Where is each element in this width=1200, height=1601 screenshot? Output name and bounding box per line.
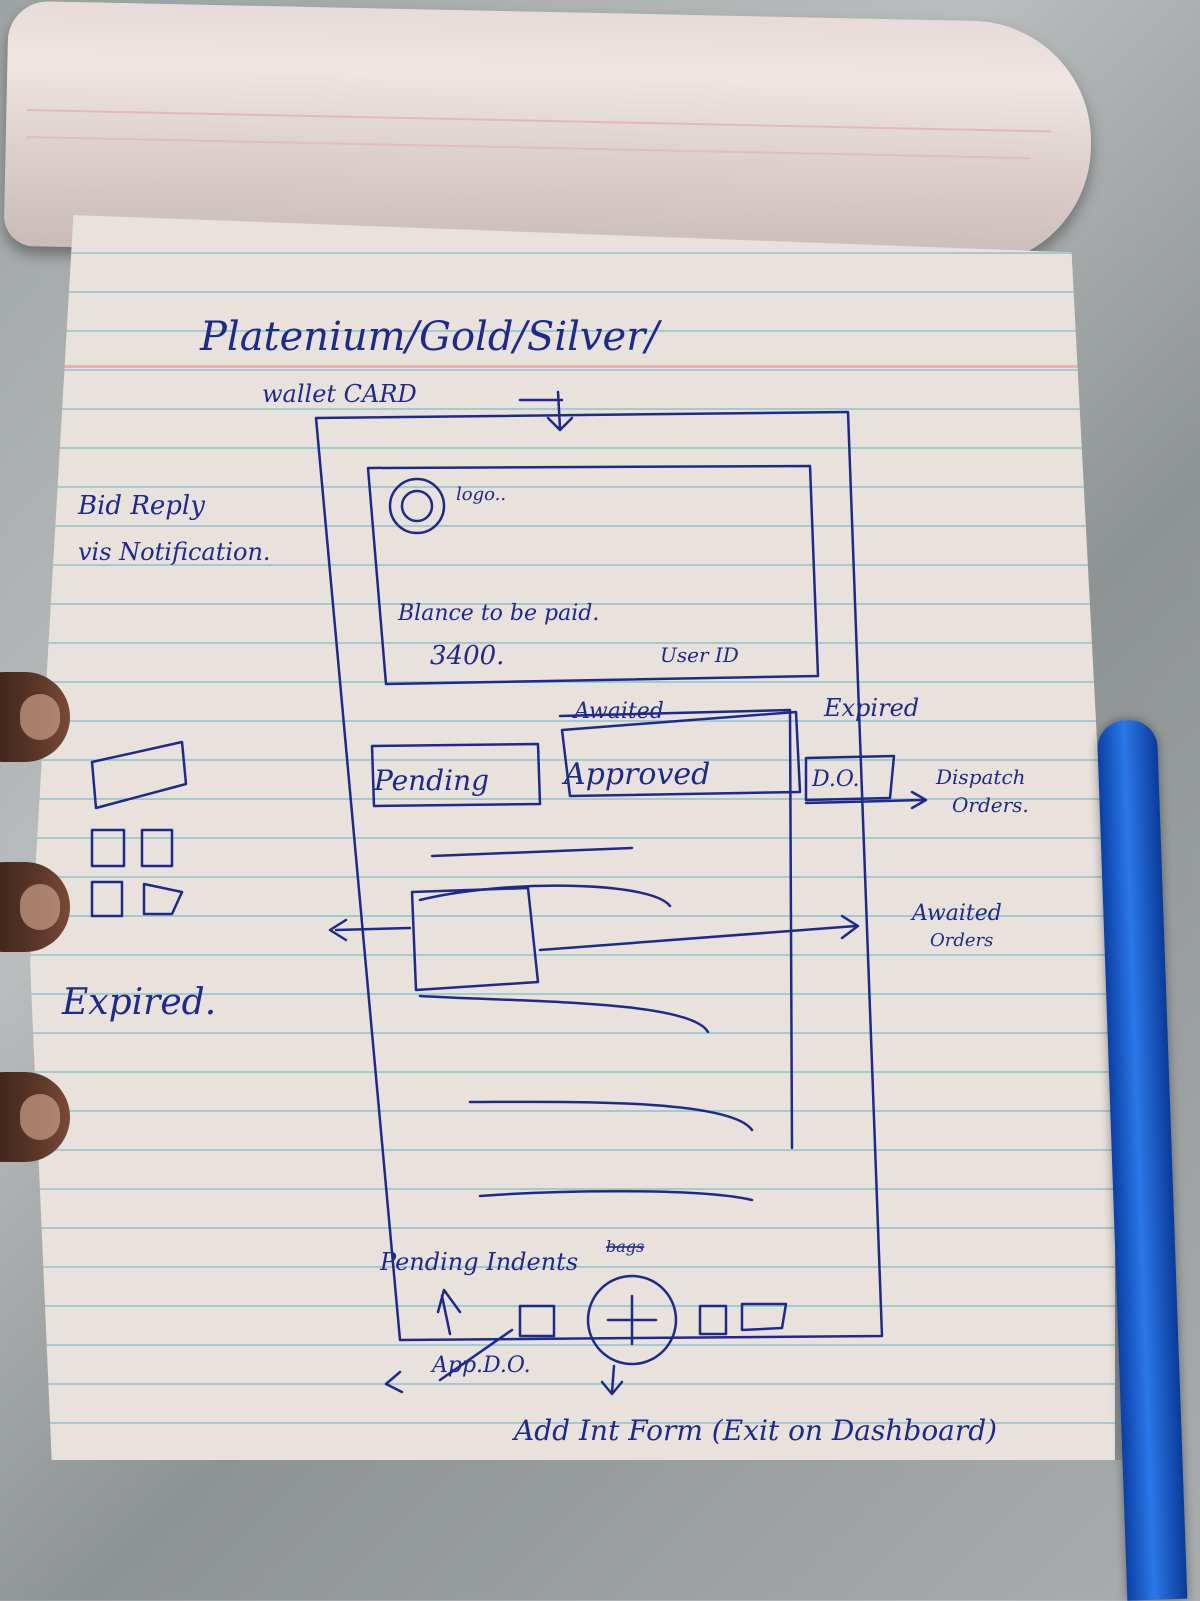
nav-square-icon-1	[518, 1304, 556, 1338]
tab-pending-box	[370, 742, 542, 808]
balance-label: Blance to be paid.	[397, 601, 599, 626]
notification-note: vis Notification.	[78, 538, 271, 566]
tab-pending[interactable]: Pending	[373, 764, 489, 797]
left-arrow-icon	[328, 918, 412, 942]
finger-1	[0, 672, 70, 762]
expired-label-top: Expired	[823, 694, 919, 722]
down-arrow-icon	[518, 390, 574, 432]
nav-square-icon-2	[698, 1304, 728, 1336]
bid-reply-note: Bid Reply	[77, 491, 205, 521]
finger-3	[0, 1072, 70, 1162]
balance-value: 3400.	[430, 641, 504, 671]
awaited-orders-arrow-icon	[538, 914, 860, 952]
expired-label-left: Expired.	[61, 982, 216, 1023]
pending-indents-label: Pending Indents	[379, 1248, 578, 1276]
fab-down-arrow-icon	[600, 1364, 624, 1396]
tab-approved-box	[560, 710, 802, 798]
logo-label: logo..	[456, 484, 506, 505]
notepad-page	[30, 215, 1115, 1460]
awaited-label: Awaited	[572, 699, 664, 724]
tab-do[interactable]: D.O.	[811, 767, 860, 792]
pending-indents-strike: bags	[606, 1237, 644, 1256]
awaited-orders-note-2: Orders	[930, 930, 993, 951]
logo-icon	[388, 477, 446, 535]
wallet-card-label: wallet CARD	[262, 380, 417, 408]
dispatch-orders-note: Orders.	[952, 793, 1029, 817]
add-int-form-note: Add Int Form (Exit on Dashboard)	[511, 1414, 997, 1447]
nav-home-icon	[436, 1288, 462, 1336]
tab-do-box	[804, 754, 896, 802]
phone-frame	[314, 410, 884, 1342]
dispatch-arrow-icon	[804, 790, 928, 810]
app-do-label: App.D.O.	[430, 1353, 531, 1378]
tab-approved[interactable]: Approved	[561, 757, 710, 792]
app-do-arrow-icon	[384, 1328, 514, 1394]
ruled-lines	[30, 215, 1115, 1460]
finger-2	[0, 862, 70, 952]
plus-icon	[606, 1294, 658, 1346]
heading-tiers: Platenium/Gold/Silver/	[199, 314, 662, 360]
order-card-box	[410, 886, 540, 992]
user-id: User ID	[660, 643, 739, 667]
red-margin-line	[30, 365, 1115, 368]
wallet-card	[366, 464, 820, 686]
awaited-orders-note: Awaited	[910, 901, 1002, 926]
dispatch-note: Dispatch	[935, 765, 1026, 789]
nav-square-icon-3	[740, 1302, 788, 1332]
fab-add-button-outline	[586, 1274, 678, 1366]
approved-panel-line	[558, 708, 794, 1150]
